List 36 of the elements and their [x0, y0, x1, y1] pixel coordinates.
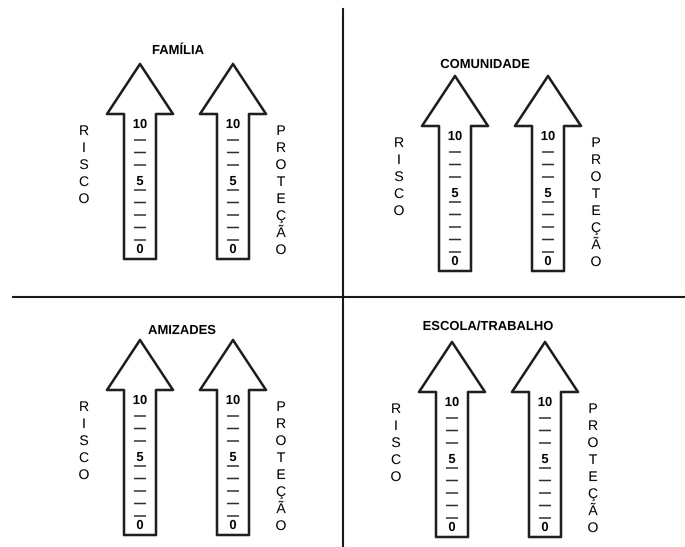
- vertical-label: PROTEÇÃO: [590, 134, 602, 270]
- scale-number: 0: [447, 520, 457, 534]
- scale-number: 0: [450, 254, 460, 268]
- scale-number: 0: [135, 242, 145, 256]
- scale-number: 0: [543, 254, 553, 268]
- scale-number: 10: [540, 129, 556, 143]
- scale-number: 0: [228, 518, 238, 532]
- scale-number: 5: [447, 452, 457, 466]
- scale-number: 10: [224, 393, 242, 407]
- scale-number: 5: [540, 452, 550, 466]
- scale-number: 5: [135, 450, 145, 464]
- vertical-label: RISCO: [390, 400, 402, 485]
- scale-number: 10: [224, 117, 242, 131]
- scale-number: 5: [228, 174, 238, 188]
- vertical-label: PROTEÇÃO: [587, 400, 599, 536]
- scale-number: 0: [228, 242, 238, 256]
- scale-number: 5: [543, 186, 553, 200]
- scale-number: 0: [540, 520, 550, 534]
- scale-number: 10: [446, 129, 464, 143]
- scale-number: 5: [450, 186, 460, 200]
- quadrant-title: AMIZADES: [148, 322, 216, 337]
- vertical-label: RISCO: [78, 398, 90, 483]
- scale-number: 5: [135, 174, 145, 188]
- scale-number: 10: [444, 395, 460, 409]
- scale-number: 5: [228, 450, 238, 464]
- vertical-label: RISCO: [78, 122, 90, 207]
- scale-number: 0: [135, 518, 145, 532]
- vertical-label: PROTEÇÃO: [275, 398, 287, 534]
- scale-number: 10: [132, 117, 148, 131]
- quadrant-title: ESCOLA/TRABALHO: [422, 318, 554, 333]
- quadrant-title: COMUNIDADE: [440, 56, 530, 71]
- scale-number: 10: [132, 393, 148, 407]
- vertical-label: PROTEÇÃO: [275, 122, 287, 258]
- scale-number: 10: [536, 395, 554, 409]
- vertical-label: RISCO: [393, 134, 405, 219]
- quadrant-title: FAMÍLIA: [152, 42, 204, 57]
